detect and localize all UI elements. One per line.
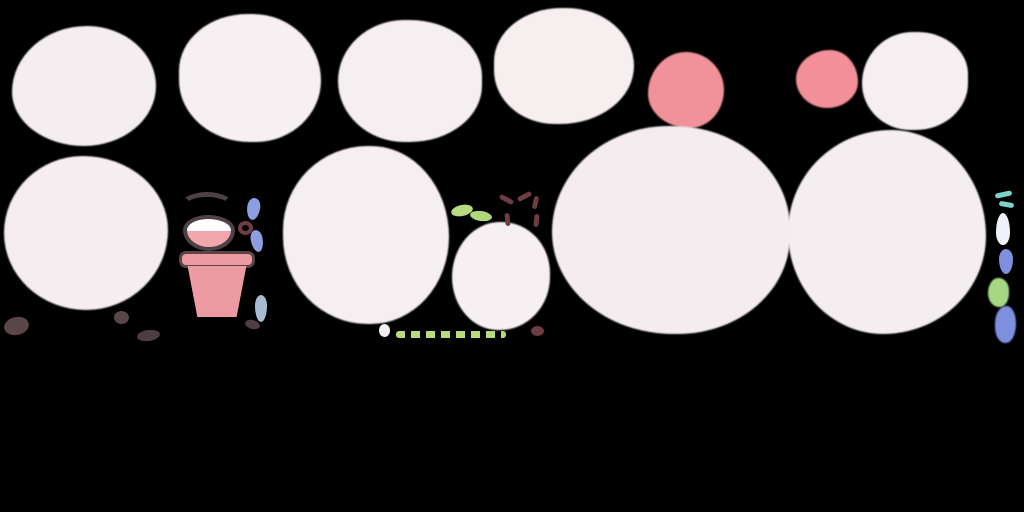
flower-pot-body (187, 266, 247, 317)
watercolor-blob-7 (283, 146, 449, 324)
leaf-mark-2 (469, 209, 493, 223)
smile-arc (180, 192, 234, 220)
dark-blob (2, 314, 31, 338)
white-speck (379, 324, 390, 337)
watercolor-blob-10 (788, 130, 986, 334)
watercolor-blob-6 (4, 156, 168, 310)
grey-drop (255, 295, 267, 322)
green-blob (988, 278, 1009, 307)
pink-blob-2 (796, 50, 858, 108)
maroon-mark-5 (533, 213, 540, 228)
watercolor-blob-1 (12, 26, 156, 146)
watercolor-blob-3 (338, 20, 482, 142)
open-mouth (183, 215, 235, 251)
blue-drop-2 (249, 229, 265, 253)
maroon-mark-3 (531, 195, 540, 210)
flower-pot (179, 251, 255, 317)
watercolor-blob-2 (179, 14, 321, 142)
watercolor-blob-4 (494, 8, 634, 124)
teal-mark-2 (998, 200, 1015, 209)
maroon-mark-2 (516, 190, 533, 203)
maroon-dot (531, 326, 544, 336)
watercolor-blob-5 (862, 32, 968, 130)
maroon-mark-1 (498, 193, 515, 206)
pink-blob-1 (648, 52, 724, 128)
white-drop (996, 213, 1010, 245)
dark-dot-2 (136, 328, 161, 343)
watercolor-blob-8 (452, 222, 550, 330)
green-dash-line (396, 331, 506, 338)
blue-drop-1 (245, 197, 262, 221)
watercolor-blob-9 (552, 126, 790, 334)
dark-dot-1 (114, 311, 129, 324)
flower-pot-rim (179, 251, 255, 268)
teal-mark-1 (994, 190, 1013, 199)
blue-drop-3 (999, 249, 1013, 274)
maroon-mark-4 (504, 212, 511, 227)
maroon-ring (238, 221, 253, 235)
blue-blob (995, 306, 1016, 343)
